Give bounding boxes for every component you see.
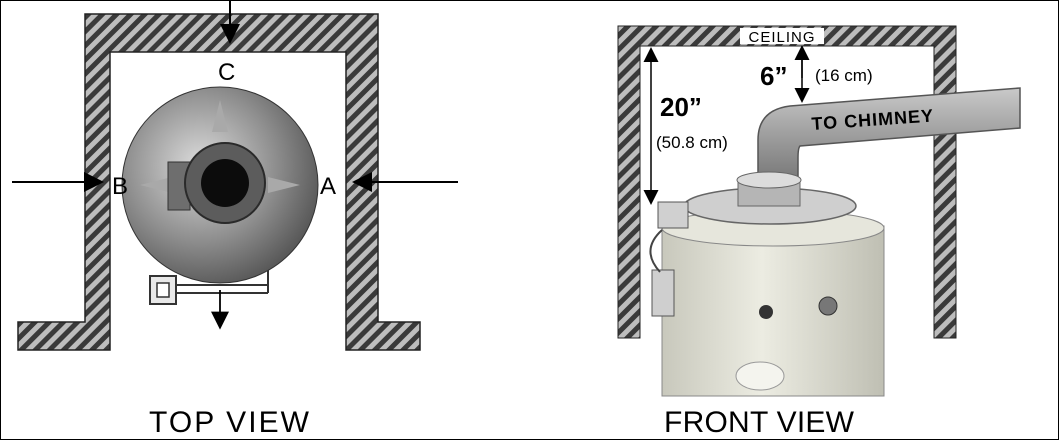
clearance-label-a: A [320, 173, 336, 200]
gas-control-valve [149, 260, 269, 305]
brand-logo [735, 361, 785, 391]
relief-valve [818, 296, 838, 316]
tank-fitting [140, 177, 172, 193]
front-view: CEILING TO CHIMNEY 6” (16 cm) [617, 25, 1021, 439]
chimney-vent-pipe [757, 87, 1021, 179]
clearance-label-b: B [112, 173, 128, 200]
heater-clearance-metric: (50.8 cm) [656, 133, 728, 152]
tank-fitting [212, 100, 228, 132]
top-view: C B A TOP VIEW [12, 0, 458, 439]
heater-clearance-value: 20” [660, 92, 702, 122]
flue-clearance-metric: (16 cm) [815, 66, 873, 85]
ceiling-label: CEILING [748, 29, 815, 46]
tank-fitting [268, 177, 300, 193]
ceiling-label-box [740, 28, 824, 44]
gas-control [649, 201, 689, 317]
draft-hood-top [736, 171, 802, 189]
flue-outlet [201, 159, 249, 207]
clearance-label-c: C [218, 59, 235, 86]
top-view-caption: TOP VIEW [149, 406, 310, 439]
flue-clearance-value: 6” [760, 61, 787, 91]
inlet-fitting [759, 305, 773, 319]
front-view-caption: FRONT VIEW [664, 406, 855, 439]
